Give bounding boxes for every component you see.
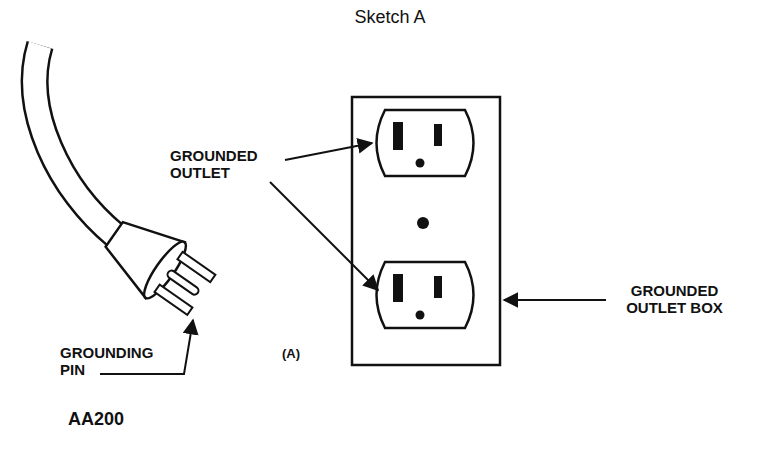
outlet-upper	[377, 110, 474, 176]
part-label: GROUNDED OUTLET	[170, 148, 258, 181]
cord-outline	[35, 45, 116, 236]
outlet-box	[352, 97, 500, 365]
part-label: GROUNDED OUTLET BOX	[612, 283, 737, 316]
leader-line	[270, 182, 378, 290]
cover-screw	[417, 217, 429, 229]
grounding-pin	[155, 285, 193, 315]
drawing-number: AA200	[68, 410, 124, 430]
part-label: GROUNDING PIN	[60, 345, 153, 378]
sketch-title: Sketch A	[0, 8, 780, 28]
figure-label: (A)	[282, 347, 300, 361]
leader-line	[285, 143, 372, 160]
plug	[95, 207, 221, 324]
cord-fill	[35, 45, 116, 236]
outlet-lower	[377, 262, 474, 328]
leader-line	[504, 299, 606, 301]
